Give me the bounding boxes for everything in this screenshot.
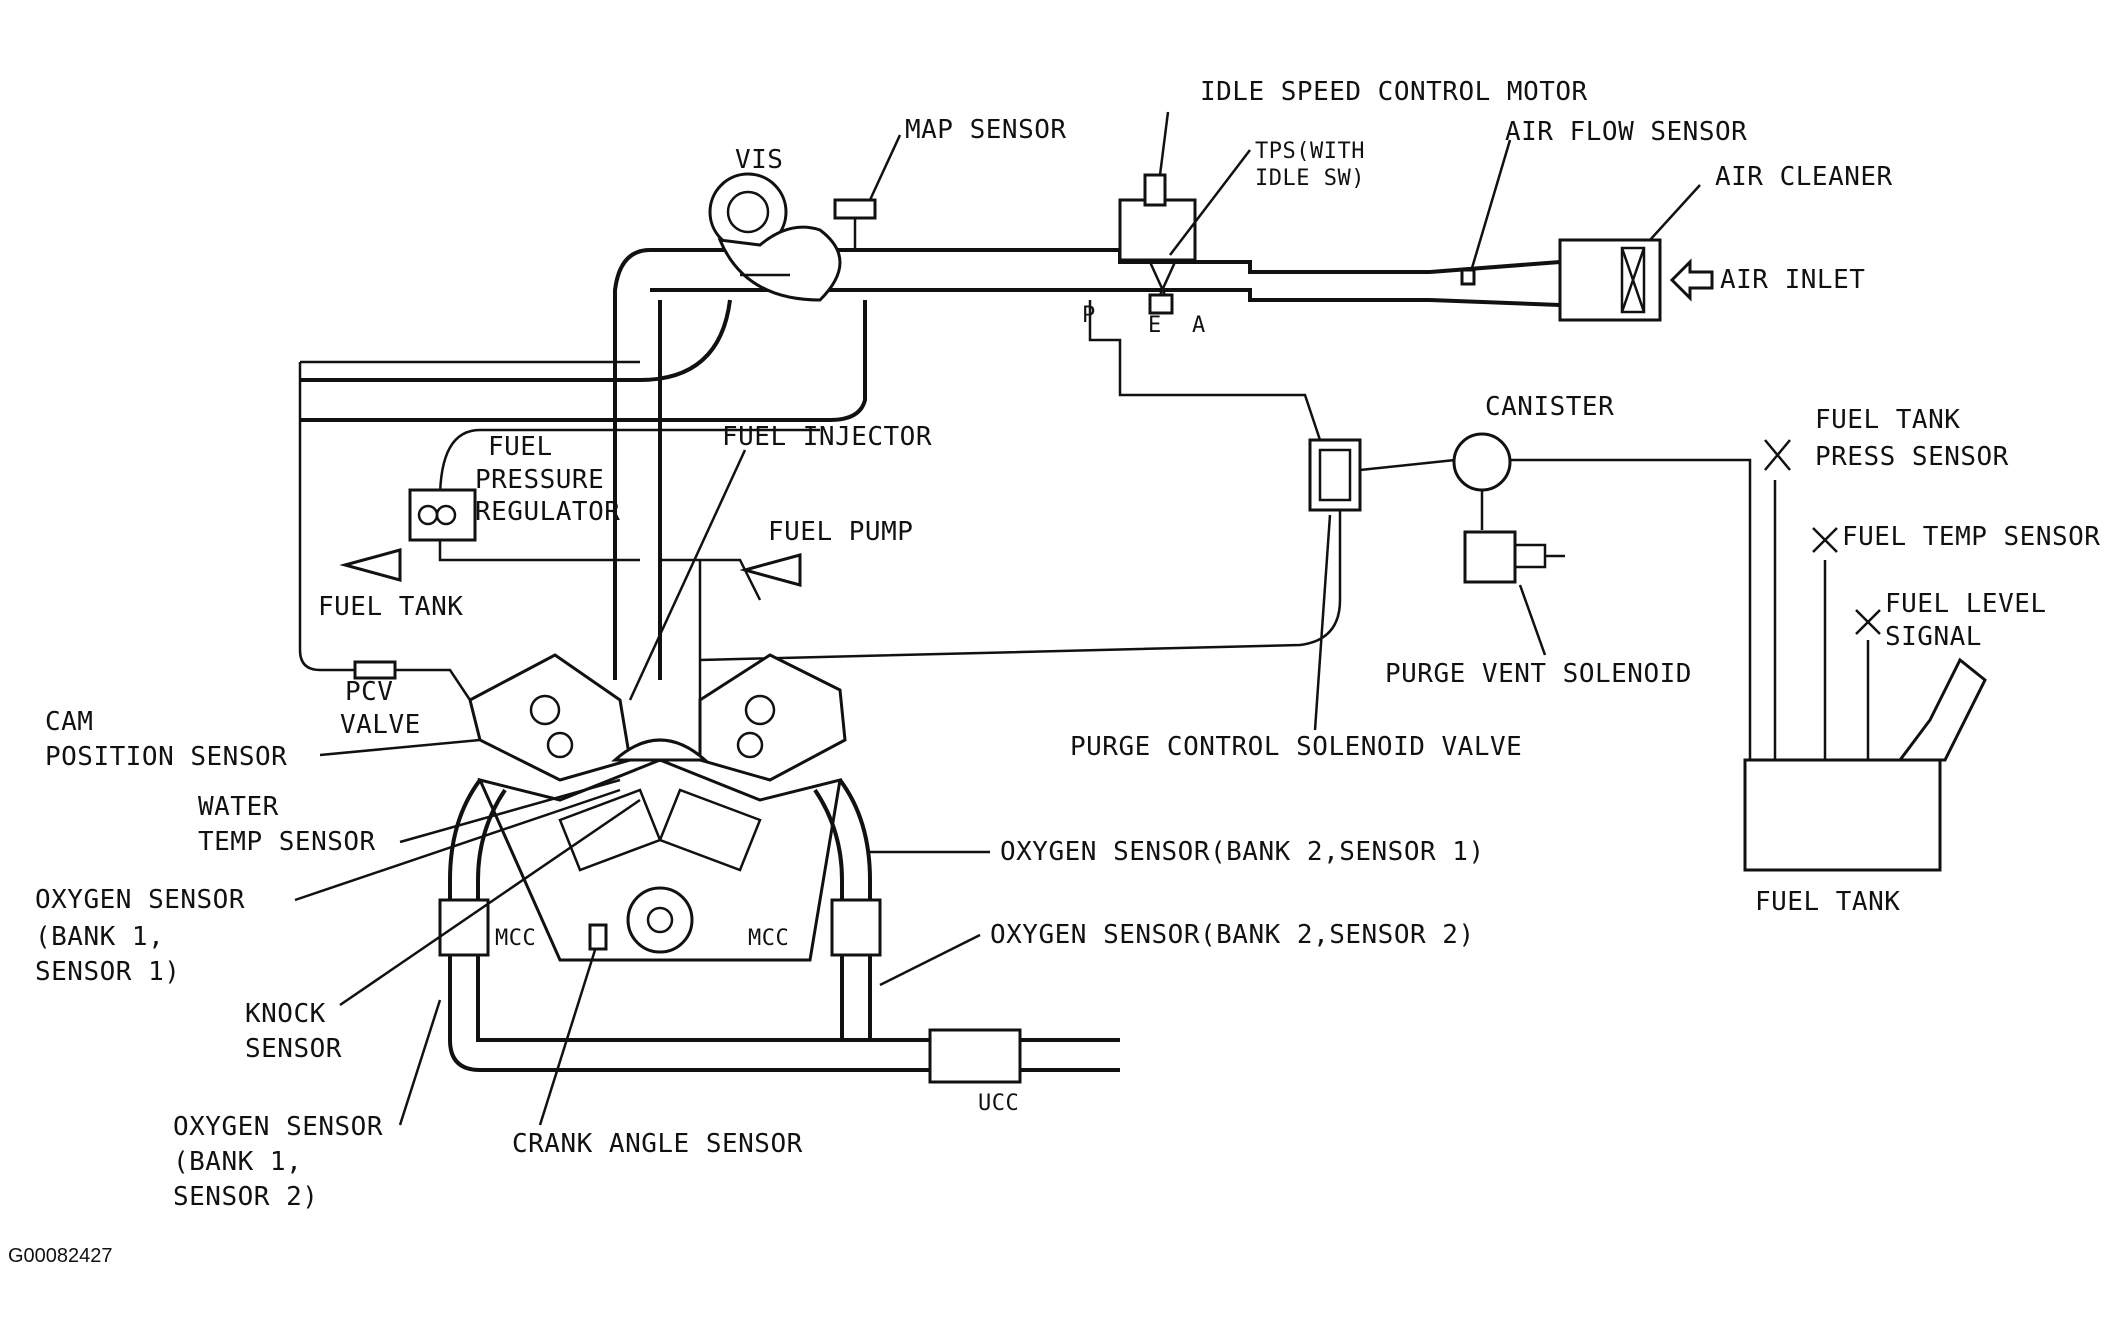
air-flow-sensor — [1460, 268, 1476, 286]
fuel-lines — [438, 428, 820, 700]
air-cleaner — [1429, 238, 1714, 322]
label-knock-line1: KNOCK — [245, 999, 326, 1029]
label-ucc: UCC — [978, 1091, 1019, 1116]
label-canister: CANISTER — [1485, 392, 1614, 422]
purge-control-solenoid-valve — [1308, 438, 1362, 512]
label-pcv-line2: VALVE — [340, 710, 421, 740]
label-o2-b2s1: OXYGEN SENSOR(BANK 2,SENSOR 1) — [1000, 837, 1485, 867]
label-knock-line2: SENSOR — [245, 1034, 342, 1064]
label-mcc-left: MCC — [495, 926, 536, 951]
label-o2-b2s2: OXYGEN SENSOR(BANK 2,SENSOR 2) — [990, 920, 1475, 950]
label-o2-b1s2-line2: (BANK 1, — [173, 1147, 302, 1177]
label-cam-line2: POSITION SENSOR — [45, 742, 287, 772]
tank-sensor-marks — [1764, 439, 1881, 635]
label-fuel-pump: FUEL PUMP — [768, 517, 913, 547]
label-water-line2: TEMP SENSOR — [198, 827, 376, 857]
label-air-inlet: AIR INLET — [1720, 265, 1865, 295]
fuel-return-arrow — [339, 548, 402, 582]
label-water-line1: WATER — [198, 792, 279, 822]
vis-actuator — [708, 172, 842, 302]
purge-vent-solenoid — [1463, 530, 1565, 584]
exhaust-bank1 — [438, 778, 930, 1072]
label-fuel-tank: FUEL TANK — [1755, 887, 1900, 917]
exhaust-bank2 — [813, 778, 882, 1040]
label-fpr-line2: PRESSURE — [475, 465, 604, 495]
intake-tract — [298, 248, 1430, 680]
label-vis: VIS — [735, 145, 783, 175]
label-pcv-line1: PCV — [345, 677, 393, 707]
label-tps-line1: TPS(WITH — [1255, 139, 1365, 164]
label-o2-b1s2-line1: OXYGEN SENSOR — [173, 1112, 383, 1142]
label-fuel-level-line2: SIGNAL — [1885, 622, 1982, 652]
label-o2-b1s2-line3: SENSOR 2) — [173, 1182, 318, 1212]
fuel-tank — [1743, 480, 1987, 872]
label-mcc-right: MCC — [748, 926, 789, 951]
map-sensor — [833, 198, 877, 250]
label-port-p: P — [1082, 303, 1096, 328]
throttle-body — [1118, 173, 1197, 315]
engine-block — [468, 653, 847, 962]
label-fuel-temp-sensor: FUEL TEMP SENSOR — [1842, 522, 2100, 552]
label-air-cleaner: AIR CLEANER — [1715, 162, 1893, 192]
label-fuel-tank-return: FUEL TANK — [318, 592, 463, 622]
label-fpr-line3: REGULATOR — [475, 497, 620, 527]
label-fuel-tank-press-line1: FUEL TANK — [1815, 405, 1960, 435]
purge-lines — [699, 300, 1752, 760]
label-fuel-level-line1: FUEL LEVEL — [1885, 589, 2047, 619]
label-port-a: A — [1192, 313, 1206, 338]
label-o2-b1s1-line3: SENSOR 1) — [35, 957, 180, 987]
label-crank-angle-sensor: CRANK ANGLE SENSOR — [512, 1129, 803, 1159]
figure-id: G00082427 — [8, 1245, 113, 1267]
label-o2-b1s1-line1: OXYGEN SENSOR — [35, 885, 245, 915]
pcv-valve — [353, 660, 472, 701]
label-tps-line2: IDLE SW) — [1255, 166, 1365, 191]
label-idle-speed-control-motor: IDLE SPEED CONTROL MOTOR — [1200, 77, 1588, 107]
label-air-flow-sensor: AIR FLOW SENSOR — [1505, 117, 1747, 147]
canister — [1452, 432, 1512, 492]
label-cam-line1: CAM — [45, 707, 93, 737]
label-fuel-injector: FUEL INJECTOR — [722, 422, 932, 452]
label-fuel-tank-press-line2: PRESS SENSOR — [1815, 442, 2009, 472]
label-fpr-line1: FUEL — [488, 432, 553, 462]
label-purge-control-solenoid-valve: PURGE CONTROL SOLENOID VALVE — [1070, 732, 1522, 762]
label-o2-b1s1-line2: (BANK 1, — [35, 922, 164, 952]
label-purge-vent-solenoid: PURGE VENT SOLENOID — [1385, 659, 1692, 689]
leader-lines — [294, 111, 1701, 1126]
ucc — [928, 1028, 1120, 1084]
fuel-pressure-regulator — [408, 488, 477, 542]
fuel-pump-arrow — [739, 553, 802, 587]
label-port-e: E — [1148, 313, 1162, 338]
label-map-sensor: MAP SENSOR — [905, 115, 1067, 145]
labels: IDLE SPEED CONTROL MOTOR MAP SENSOR VIS … — [8, 77, 2100, 1267]
